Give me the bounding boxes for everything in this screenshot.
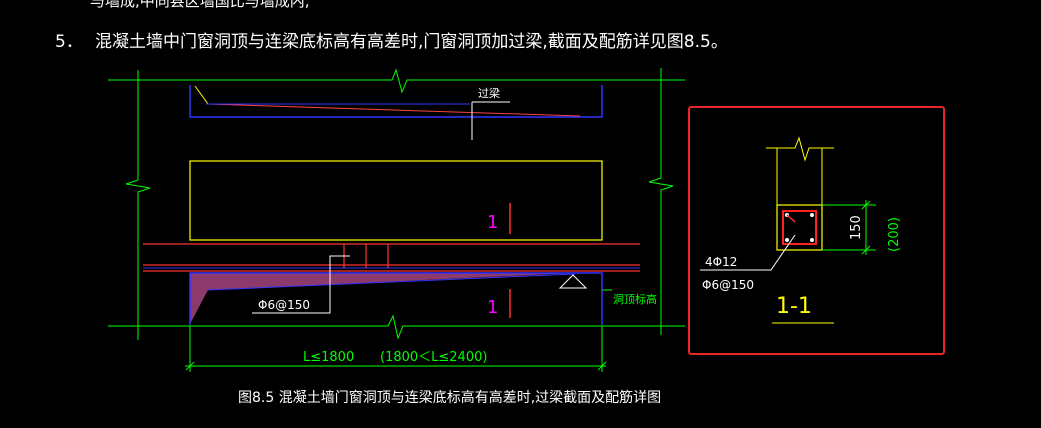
bottom-break-line (108, 314, 685, 340)
note-number: 5． (55, 32, 83, 52)
upper-beam-outline (189, 85, 603, 118)
section-rebar-label: 4Φ12 (705, 255, 737, 269)
section-stirrup-label: Φ6@150 (702, 278, 754, 292)
section-dim-200: (200) (887, 217, 902, 252)
stirrup-hook (786, 214, 796, 223)
span-tick-left (185, 361, 195, 371)
top-break-line (108, 68, 685, 94)
rebar-2 (810, 213, 814, 217)
wall-opening (189, 160, 603, 241)
section-dim-tick-top (861, 200, 871, 210)
section-stirrup (782, 210, 817, 245)
lower-beam-fill (190, 273, 575, 324)
right-break-line (648, 68, 674, 335)
stirrup-label: Φ6@150 (258, 298, 310, 312)
header-cut-line: 与墙成,中同县区墙国比与墙成内, (90, 0, 310, 10)
section-beam (776, 204, 823, 251)
section-wall-top (766, 136, 834, 162)
note-text: 混凝土墙中门窗洞顶与连梁底标高有高差时,门窗洞顶加过梁,截面及配筋详见图8.5。 (95, 32, 728, 52)
section-dim-150: 150 (849, 215, 864, 240)
section-dim-tick-bottom (861, 245, 871, 255)
section-mark-bottom: 1 (487, 297, 498, 318)
upper-slope-red (207, 103, 581, 117)
rebar-4 (810, 238, 814, 242)
opening-top-label: 洞顶标高 (613, 292, 657, 306)
section-leader (700, 234, 796, 271)
stirrup-leader (252, 255, 350, 314)
upper-slope-line (194, 85, 209, 105)
section-detail: 4Φ12 Φ6@150 150 (200) 1-1 (700, 136, 902, 324)
left-break-line (125, 70, 151, 340)
lintel-label: 过梁 (478, 86, 500, 100)
support-triangle (558, 274, 588, 289)
rebar-3 (785, 238, 789, 242)
lower-beam-outline (189, 272, 603, 325)
section-mark-top: 1 (487, 212, 498, 233)
span-tick-right (597, 361, 607, 371)
lower-slope-line (207, 273, 576, 291)
section-title: 1-1 (776, 294, 812, 319)
span-label-1: L≤1800 (303, 350, 354, 365)
span-label-2: (1800＜L≤2400) (380, 350, 487, 365)
elevation-drawing: 过梁 1 Φ6@150 1 洞顶标高 (108, 68, 685, 372)
section-highlight-box (688, 106, 945, 355)
figure-caption: 图8.5 混凝土墙门窗洞顶与连梁底标高有高差时,过梁截面及配筋详图 (238, 389, 661, 406)
